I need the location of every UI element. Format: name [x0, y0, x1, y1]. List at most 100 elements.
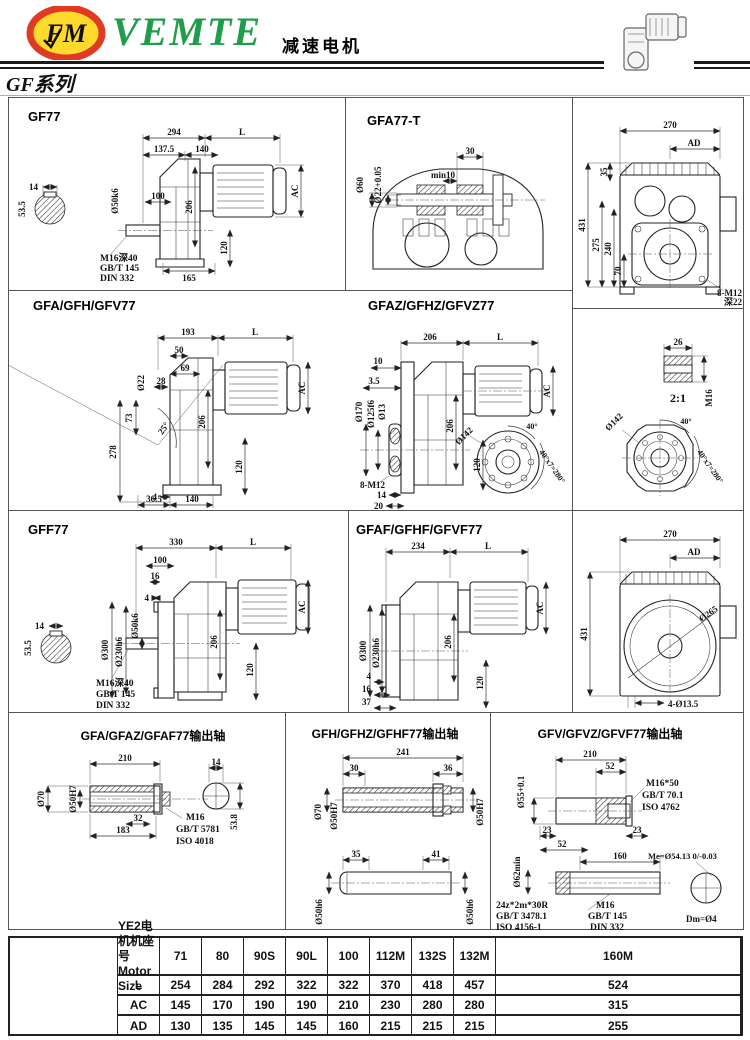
- motor-size-table: YE2电机机座号 Motor Size 71 80 90S 90L 100 11…: [8, 919, 743, 1036]
- col-80: 80: [202, 938, 244, 976]
- panel-output-shaft-gfv: GFV/GFVZ/GFVF77输出轴: [496, 726, 722, 930]
- dim-d22: Ø22: [136, 375, 146, 392]
- logo-monogram: FM: [45, 19, 87, 48]
- note-gbt3478: GB/T 3478.1: [496, 912, 547, 922]
- dim-431: 431: [579, 627, 589, 641]
- dim-35: 35: [352, 849, 362, 859]
- dim-d300: Ø300: [358, 640, 368, 661]
- dim-28: 28: [157, 376, 167, 386]
- dimension-lines: [45, 760, 244, 839]
- cell-AC-100: 210: [328, 996, 370, 1016]
- dimension-lines: [109, 134, 304, 275]
- dim-4: 4: [367, 671, 372, 681]
- dim-14: 14: [35, 621, 45, 631]
- scale-label: 2:1: [670, 391, 686, 405]
- dim-53-5: 53.5: [23, 640, 33, 656]
- panel-gfaf: GFAF/GFHF/GFVF77: [356, 522, 549, 711]
- note-m16x50: M16*50: [646, 779, 679, 789]
- note-gbt145: GB/T 145: [588, 912, 627, 922]
- dim-14: 14: [212, 757, 222, 767]
- dim-23r: 23: [633, 825, 643, 835]
- cell-L-71: 254: [160, 976, 202, 996]
- col-90S: 90S: [244, 938, 286, 976]
- lower-shaft-drawing: [331, 871, 461, 895]
- key-detail-drawing: [663, 344, 708, 383]
- rear-view-drawing: [619, 571, 737, 708]
- cell-AD-90L: 145: [286, 1016, 328, 1036]
- panel-title: GFF77: [28, 522, 68, 537]
- dimension-lines: [369, 152, 484, 208]
- cell-AD-160M: 255: [496, 1016, 741, 1036]
- dim-4: 4: [153, 492, 158, 502]
- cell-AC-80: 170: [202, 996, 244, 1016]
- panel-output-shaft-gfa: GFA/GFAZ/GFAF77输出轴: [36, 728, 244, 847]
- dim-14: 14: [29, 182, 39, 192]
- row-label-L: L: [118, 976, 160, 996]
- grid-line: [348, 510, 349, 712]
- panel-gfa77t: GFA77-T 3: [355, 113, 545, 270]
- dim-100: 100: [153, 555, 167, 565]
- dim-241: 241: [396, 747, 410, 757]
- rear-view-drawing: [619, 162, 737, 295]
- cell-AD-90S: 145: [244, 1016, 286, 1036]
- dim-183: 183: [116, 825, 130, 835]
- dim-120: 120: [219, 241, 229, 255]
- dim-206t: 206: [423, 332, 437, 342]
- cell-L-132M: 457: [454, 976, 496, 996]
- dim-AD: AD: [688, 547, 701, 557]
- dim-26: 26: [674, 337, 684, 347]
- dimension-lines: [109, 544, 311, 701]
- note-8m12: 8-M12: [717, 288, 742, 298]
- dim-4: 4: [145, 593, 150, 603]
- dim-10: 10: [374, 356, 384, 366]
- header-line2: Motor Size: [118, 963, 152, 993]
- dim-52t: 52: [606, 761, 616, 771]
- dim-140: 140: [185, 494, 199, 504]
- dim-d70: Ø70: [36, 791, 46, 808]
- dim-120: 120: [475, 676, 485, 690]
- cell-AD-132S: 215: [412, 1016, 454, 1036]
- dimension-lines: [367, 548, 549, 711]
- note-gbt5781: GB/T 5781: [176, 825, 220, 835]
- dim-d142: Ø142: [603, 411, 625, 433]
- col-132M: 132M: [454, 938, 496, 976]
- grid-line: [8, 290, 572, 291]
- col-71: 71: [160, 938, 202, 976]
- dimension-lines: [525, 756, 661, 895]
- cell-AD-80: 135: [202, 1016, 244, 1036]
- cell-L-90L: 322: [286, 976, 328, 996]
- dim-d50: Ø50k6: [130, 613, 140, 639]
- panel-gf77: GF77 14 53.5: [17, 109, 304, 284]
- note-8m12: 8-M12: [360, 480, 385, 490]
- dim-52b: 52: [558, 839, 568, 849]
- note-iso4156: ISO 4156-1: [496, 923, 542, 930]
- note-iso4018: ISO 4018: [176, 837, 214, 847]
- dim-32: 32: [134, 813, 144, 823]
- panel-title: GFA77-T: [367, 113, 421, 128]
- dim-35: 35: [599, 167, 609, 177]
- dim-d62min: Ø62min: [512, 856, 522, 887]
- dim-270: 270: [663, 529, 677, 539]
- dim-40deg: 40°: [526, 422, 537, 431]
- dim-AC: AC: [535, 602, 545, 615]
- note-din: DIN 332: [96, 701, 130, 711]
- dim-73: 73: [124, 413, 134, 423]
- dim-min10: min10: [431, 170, 456, 180]
- dim-30: 30: [466, 146, 476, 156]
- vemte-logo: FM: [26, 6, 106, 60]
- dim-275: 275: [591, 238, 601, 252]
- dim-M16: M16: [704, 389, 714, 407]
- header-rule-top-right: [694, 61, 750, 64]
- cell-AD-71: 130: [160, 1016, 202, 1036]
- dim-120: 120: [245, 663, 255, 677]
- dim-37: 37: [362, 697, 372, 707]
- header-rule-top-left: [0, 61, 604, 64]
- dim-16: 16: [362, 684, 372, 694]
- dim-d230: Ø230h6: [114, 637, 124, 668]
- cell-AC-71: 145: [160, 996, 202, 1016]
- hollow-shaft-drawing: [82, 782, 230, 815]
- dim-431: 431: [577, 218, 587, 232]
- dim-100: 100: [151, 191, 165, 201]
- panel-detail-2to1: 26 2:1 M16 Ø142 40° 40°x7=280°: [603, 337, 725, 496]
